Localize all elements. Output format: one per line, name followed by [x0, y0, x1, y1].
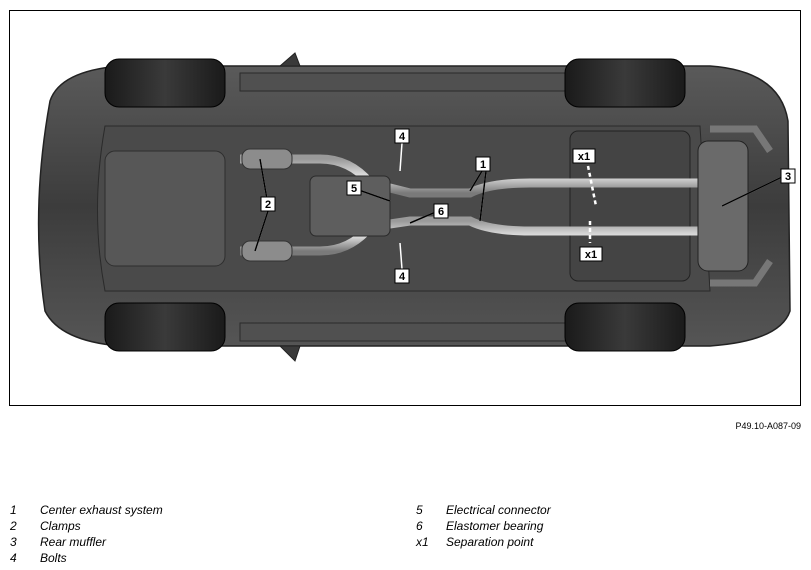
legend-label: Rear muffler: [40, 535, 107, 549]
svg-text:1: 1: [480, 159, 486, 171]
callout-3: 3: [780, 168, 796, 184]
figure-code: P49.10-A087-09: [735, 421, 801, 431]
legend-num: 5: [416, 503, 423, 517]
callout-2: 2: [260, 196, 276, 212]
callout-1: 1: [475, 156, 491, 172]
legend-item: 6 Elastomer bearing: [416, 518, 551, 534]
legend-label: Electrical connector: [446, 503, 551, 517]
callout-4-bottom: 4: [394, 268, 410, 284]
front-subframe: [104, 150, 226, 267]
legend-num: 2: [10, 519, 17, 533]
legend-label: Elastomer bearing: [446, 519, 544, 533]
svg-text:3: 3: [785, 171, 791, 183]
callout-5: 5: [346, 180, 362, 196]
legend-num: x1: [416, 535, 429, 549]
legend-item: 5 Electrical connector: [416, 502, 551, 518]
legend-right: 5 Electrical connector 6 Elastomer bearing…: [416, 502, 551, 550]
svg-text:4: 4: [399, 271, 406, 283]
diagram-frame: 1 2 3 4 4 5 6 x1: [9, 10, 801, 406]
legend-item: x1 Separation point: [416, 534, 551, 550]
svg-text:x1: x1: [578, 151, 590, 163]
rear-axle: [569, 130, 691, 282]
tire-front-bottom: [104, 302, 226, 352]
svg-text:4: 4: [399, 131, 406, 143]
legend-num: 4: [10, 551, 17, 565]
tire-rear-top: [564, 58, 686, 108]
exhaust-pipe-upper: [240, 154, 700, 198]
exhaust-pipe-lower: [240, 216, 700, 256]
svg-text:6: 6: [438, 206, 444, 218]
mirror-top: [278, 52, 301, 67]
transmission: [309, 175, 391, 237]
mirror-bottom: [278, 345, 301, 362]
converter-upper: [241, 148, 293, 170]
legend-item: 2 Clamps: [10, 518, 163, 534]
tailpipe-bottom: [710, 259, 773, 287]
svg-text:x1: x1: [585, 249, 597, 261]
svg-text:5: 5: [351, 183, 357, 195]
legend-item: 1 Center exhaust system: [10, 502, 163, 518]
legend-num: 1: [10, 503, 17, 517]
callout-x1-bottom: x1: [579, 246, 603, 262]
converter-lower: [241, 240, 293, 262]
legend-item: 4 Bolts: [10, 550, 163, 566]
svg-text:2: 2: [265, 199, 271, 211]
callout-x1-top: x1: [572, 148, 596, 164]
sill-bottom: [239, 322, 571, 342]
legend-item: 3 Rear muffler: [10, 534, 163, 550]
legend-label: Separation point: [446, 535, 534, 549]
legend-label: Center exhaust system: [40, 503, 163, 517]
sill-top: [239, 72, 571, 92]
legend-label: Clamps: [40, 519, 81, 533]
callout-6: 6: [433, 203, 449, 219]
vehicle-underside-illustration: 1 2 3 4 4 5 6 x1: [37, 52, 796, 362]
legend-num: 6: [416, 519, 423, 533]
callout-4-top: 4: [394, 128, 410, 144]
legend-label: Bolts: [40, 551, 67, 565]
tailpipe-top: [710, 125, 773, 153]
tire-rear-bottom: [564, 302, 686, 352]
legend-left: 1 Center exhaust system 2 Clamps 3 Rear muf…: [10, 502, 163, 566]
tire-front-top: [104, 58, 226, 108]
legend-num: 3: [10, 535, 17, 549]
